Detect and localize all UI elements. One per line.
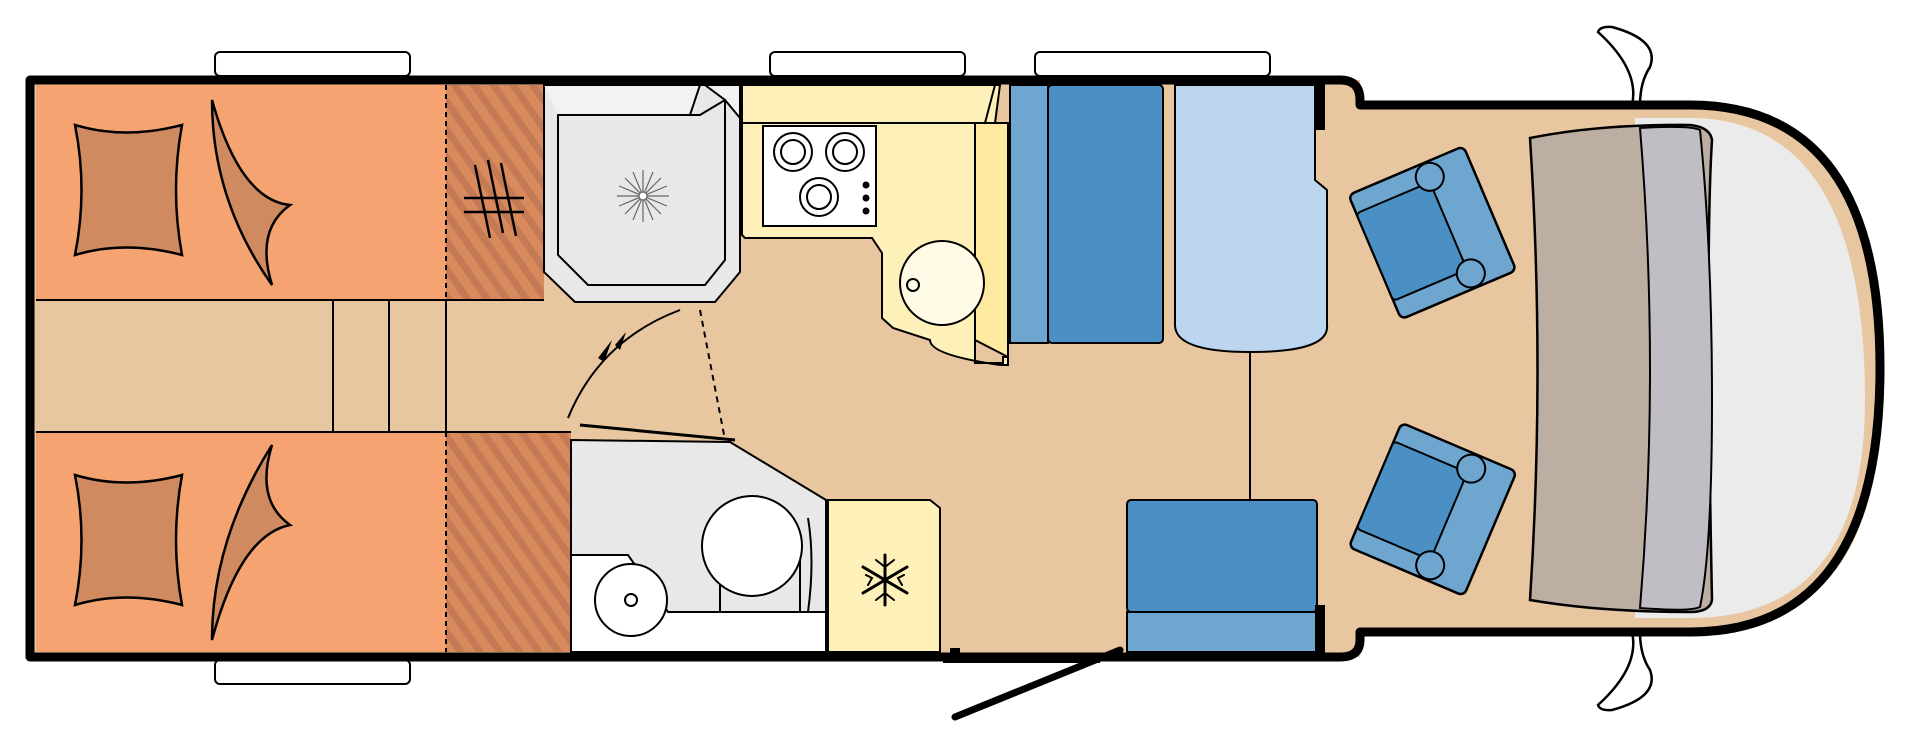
bed-left-lower — [36, 432, 571, 652]
toilet-icon — [701, 495, 803, 612]
pillow-icon — [73, 473, 184, 607]
pillow-icon — [73, 123, 184, 257]
window-bottom-1 — [214, 659, 411, 685]
window-top-1 — [214, 51, 411, 77]
cab-seats — [1349, 146, 1517, 596]
window-top-2 — [769, 51, 966, 77]
snowflake-icon — [861, 553, 909, 607]
window-frames — [214, 51, 1271, 685]
bed-left-upper — [36, 85, 544, 300]
ladder-icon — [464, 159, 524, 239]
side-mirrors — [1596, 25, 1653, 712]
side-bench — [1126, 499, 1318, 653]
washroom — [570, 438, 827, 653]
fridge — [827, 499, 941, 653]
shower-room — [543, 84, 741, 303]
dinette-bench — [1009, 84, 1164, 344]
sink-icon — [899, 240, 985, 326]
door-swing-arc-icon — [567, 309, 736, 442]
center-aisle — [36, 299, 571, 433]
outer-walls — [25, 75, 1885, 662]
blanket-icon — [210, 99, 294, 286]
bed-storage-lower — [446, 432, 571, 652]
blanket-icon — [210, 444, 294, 641]
windshield — [1638, 125, 1714, 611]
kitchen — [741, 84, 1009, 366]
table — [1174, 84, 1329, 500]
stove-icon — [762, 125, 877, 227]
cab-dashboard — [1528, 123, 1714, 614]
shower-drain-icon — [617, 170, 669, 222]
window-top-3 — [1034, 51, 1271, 77]
seat-lower — [1349, 423, 1517, 596]
seat-upper — [1349, 146, 1516, 319]
inner-wall-stubs — [950, 80, 1325, 662]
basin-icon — [594, 563, 668, 637]
